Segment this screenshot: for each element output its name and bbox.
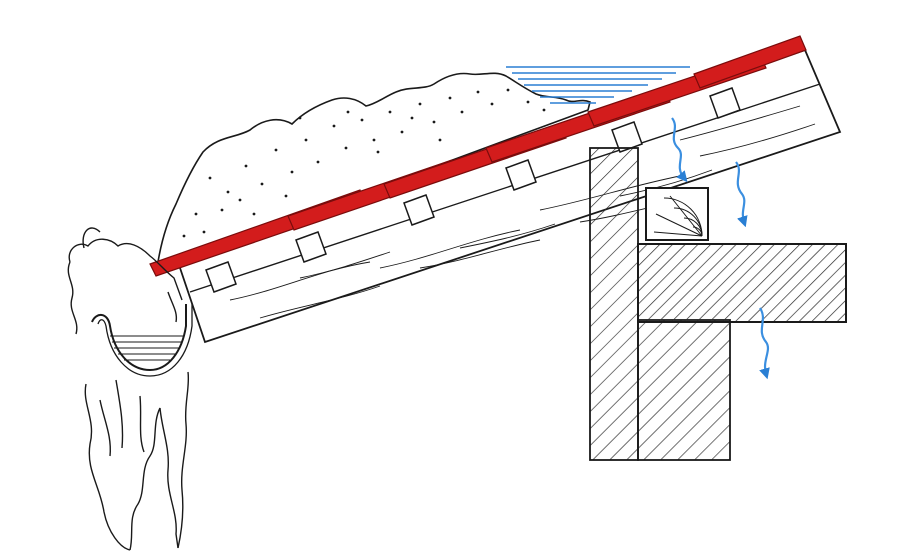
meltwater-leaks (671, 117, 770, 380)
snow-pack (157, 72, 591, 270)
pooled-water (506, 66, 690, 104)
leak-arrow-1 (671, 117, 688, 183)
floor-beam (637, 243, 847, 323)
gutter-ice (110, 335, 184, 361)
leak-arrow-2 (735, 161, 748, 228)
leak-arrow-3 (759, 307, 770, 380)
wall-plate (645, 187, 709, 241)
roof-tiles (149, 35, 807, 277)
roof-battens (205, 87, 741, 293)
rain-gutter (91, 304, 193, 377)
masonry-wall (589, 147, 731, 461)
icicles (67, 227, 190, 551)
